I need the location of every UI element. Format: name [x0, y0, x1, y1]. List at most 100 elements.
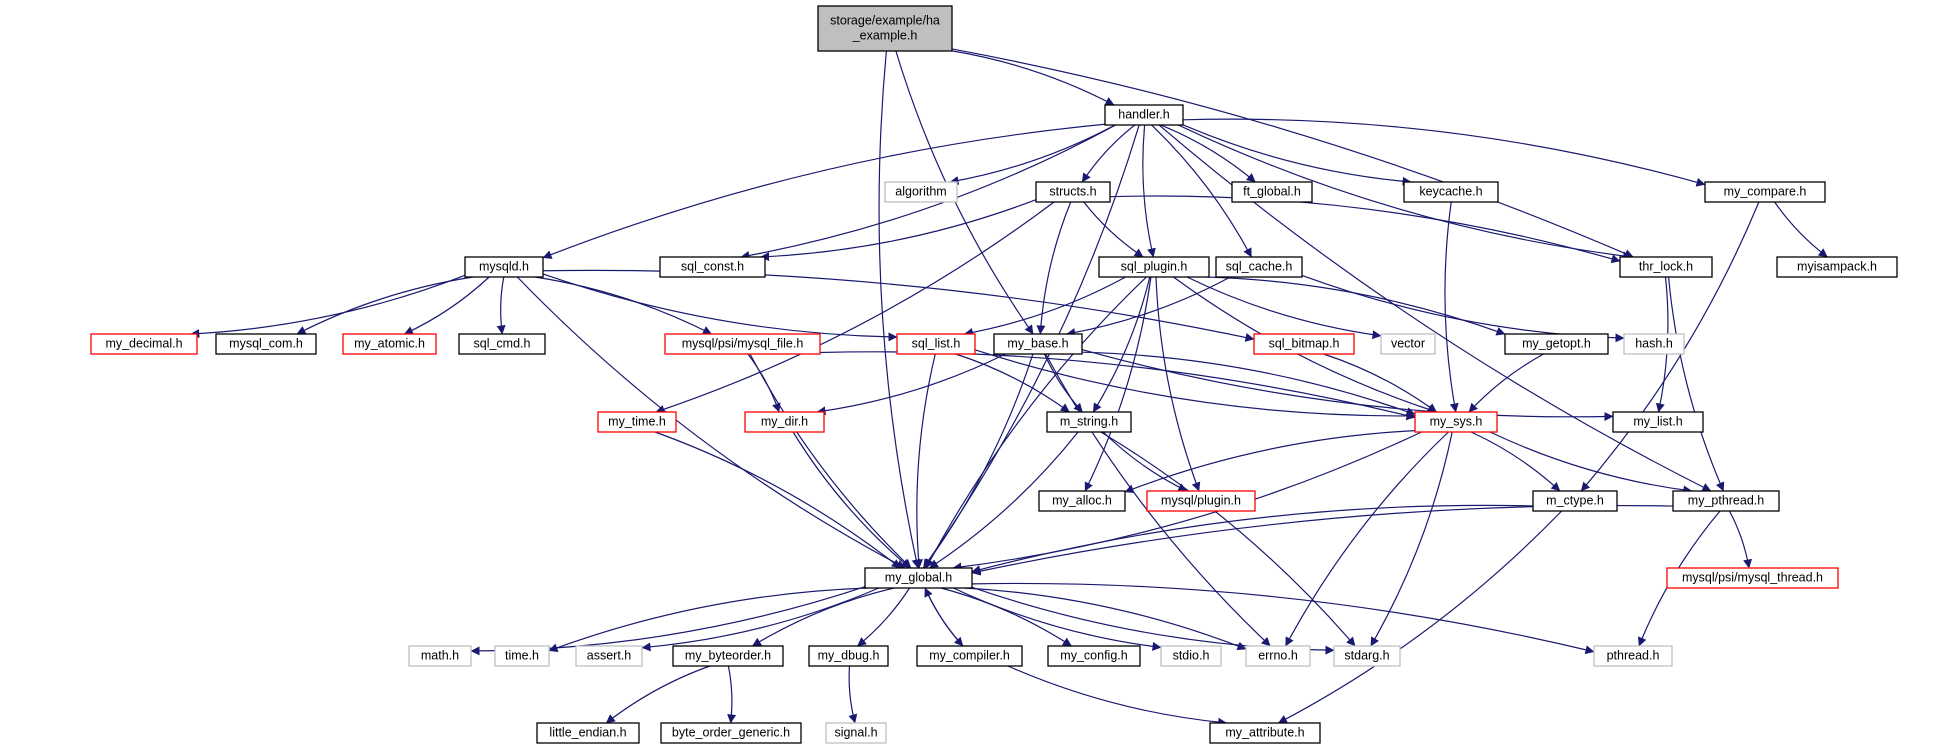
node-label: my_atomic.h — [354, 336, 425, 350]
edge-my_base-to-errno — [1045, 353, 1271, 647]
edge-handler-to-structs — [1081, 124, 1136, 183]
node-sql-cache[interactable]: sql_cache.h — [1215, 256, 1303, 278]
node-mysqld[interactable]: mysqld.h — [464, 256, 544, 278]
node-my-time[interactable]: my_time.h — [597, 411, 677, 433]
node-box — [90, 333, 198, 355]
node-my-compiler[interactable]: my_compiler.h — [916, 645, 1023, 667]
node-myisampack[interactable]: myisampack.h — [1776, 256, 1898, 278]
edge-mysqld-to-my_decimal — [190, 274, 466, 339]
node-thr-lock[interactable]: thr_lock.h — [1619, 256, 1713, 278]
edge-sql_plugin-to-my_sys — [1173, 276, 1437, 414]
node-sql-cmd[interactable]: sql_cmd.h — [458, 333, 546, 355]
edge-m_string-to-my_global — [929, 431, 1079, 569]
node-label: time.h — [505, 648, 539, 662]
edge-my_dir-to-my_global — [792, 431, 911, 569]
node-little-endian[interactable]: little_endian.h — [536, 722, 640, 744]
node-my-dbug[interactable]: my_dbug.h — [808, 645, 889, 667]
node-label: ft_global.h — [1243, 184, 1301, 198]
edge-my_global-to-my_byteorder — [752, 587, 895, 647]
edge-mysqld-to-mysql_com — [296, 276, 474, 335]
node-mysql-com[interactable]: mysql_com.h — [215, 333, 317, 355]
edge-handler-to-ft_global — [1160, 124, 1256, 183]
node-box — [864, 567, 973, 589]
node-root[interactable]: storage/example/ha_example.h — [817, 5, 953, 52]
node-label: sql_cmd.h — [474, 336, 531, 350]
node-sql-bitmap[interactable]: sql_bitmap.h — [1253, 333, 1355, 355]
node-my-compare[interactable]: my_compare.h — [1704, 181, 1826, 203]
node-label: my_dbug.h — [818, 648, 880, 662]
edge-my_base-to-my_global — [923, 353, 1034, 569]
node-box — [1215, 256, 1303, 278]
node-m-string[interactable]: m_string.h — [1046, 411, 1132, 433]
node-my-alloc[interactable]: my_alloc.h — [1038, 490, 1126, 512]
node-m-ctype[interactable]: m_ctype.h — [1532, 490, 1618, 512]
node-label: sql_const.h — [681, 259, 744, 273]
node-keycache[interactable]: keycache.h — [1403, 181, 1499, 203]
node-mysql-file[interactable]: mysql/psi/mysql_file.h — [664, 333, 821, 355]
node-label: errno.h — [1258, 648, 1298, 662]
edge-m_string-to-mysql_plugin — [1102, 431, 1188, 492]
edge-my_base-to-m_string — [1043, 353, 1083, 413]
edge-my_global-to-my_dbug — [857, 587, 911, 647]
node-sql-const[interactable]: sql_const.h — [659, 256, 766, 278]
node-box — [1209, 722, 1321, 744]
edge-my_sys-to-my_pthread — [1489, 431, 1693, 495]
edge-handler-to-sql_cache — [1151, 124, 1252, 258]
edge-my_compare-to-myisampack — [1774, 201, 1828, 258]
node-my-list[interactable]: my_list.h — [1612, 411, 1704, 433]
edge-sql_cache-to-my_base — [1066, 276, 1231, 337]
edge-my_global-to-pthread — [971, 582, 1595, 655]
node-my-byteorder[interactable]: my_byteorder.h — [672, 645, 784, 667]
node-my-getopt[interactable]: my_getopt.h — [1504, 333, 1609, 355]
node-errno: errno.h — [1245, 645, 1311, 667]
edge-my_base-to-my_dir — [816, 353, 1006, 416]
node-my-atomic[interactable]: my_atomic.h — [342, 333, 437, 355]
edge-handler-to-sql_plugin — [1142, 124, 1156, 258]
node-my-decimal[interactable]: my_decimal.h — [90, 333, 198, 355]
node-label: my_byteorder.h — [685, 648, 771, 662]
node-mysql-plugin[interactable]: mysql/plugin.h — [1146, 490, 1256, 512]
edge-structs-to-sql_plugin — [1083, 201, 1144, 258]
node-my-sys[interactable]: my_sys.h — [1414, 411, 1498, 433]
node-label: byte_order_generic.h — [672, 725, 790, 739]
node-handler[interactable]: handler.h — [1104, 104, 1184, 126]
node-label: my_attribute.h — [1225, 725, 1304, 739]
node-box — [1532, 490, 1618, 512]
node-box — [744, 411, 825, 433]
node-label: little_endian.h — [549, 725, 626, 739]
edge-my_compiler-to-my_attribute — [1007, 665, 1228, 727]
node-algorithm: algorithm — [884, 181, 958, 203]
node-label: keycache.h — [1419, 184, 1482, 198]
edge-mysql_file-to-my_dir — [747, 353, 781, 413]
node-my-config[interactable]: my_config.h — [1047, 645, 1141, 667]
edge-my_sys-to-my_global — [952, 431, 1422, 572]
node-sql-list[interactable]: sql_list.h — [896, 333, 976, 355]
edge-my_sys-to-errno — [1285, 431, 1449, 647]
node-label: thr_lock.h — [1639, 259, 1693, 273]
edge-my_compiler-to-my_global — [924, 587, 964, 647]
node-label: my_decimal.h — [105, 336, 182, 350]
edge-my_getopt-to-my_sys — [1468, 353, 1544, 413]
node-label: my_sys.h — [1430, 414, 1483, 428]
node-my-dir[interactable]: my_dir.h — [744, 411, 825, 433]
node-box — [1231, 181, 1313, 203]
node-sql-plugin[interactable]: sql_plugin.h — [1098, 256, 1210, 278]
node-label: structs.h — [1049, 184, 1096, 198]
node-box — [1098, 256, 1210, 278]
edge-sql_plugin-to-mysql_plugin — [1155, 276, 1201, 492]
edge-structs-to-my_time — [655, 201, 1055, 414]
node-my-pthread[interactable]: my_pthread.h — [1672, 490, 1780, 512]
edge-my_global-to-math — [470, 586, 866, 656]
node-ft-global[interactable]: ft_global.h — [1231, 181, 1313, 203]
node-my-global[interactable]: my_global.h — [864, 567, 973, 589]
node-box — [1672, 490, 1780, 512]
node-box — [1245, 645, 1311, 667]
node-my-base[interactable]: my_base.h — [993, 333, 1083, 355]
node-stdio: stdio.h — [1160, 645, 1222, 667]
edge-sql_list-to-my_global — [914, 353, 936, 569]
node-structs[interactable]: structs.h — [1035, 181, 1111, 203]
node-byte-order-generic[interactable]: byte_order_generic.h — [660, 722, 802, 744]
node-mysql-thread[interactable]: mysql/psi/mysql_thread.h — [1666, 567, 1839, 589]
node-my-attribute[interactable]: my_attribute.h — [1209, 722, 1321, 744]
edge-my_global-to-errno — [964, 587, 1247, 651]
